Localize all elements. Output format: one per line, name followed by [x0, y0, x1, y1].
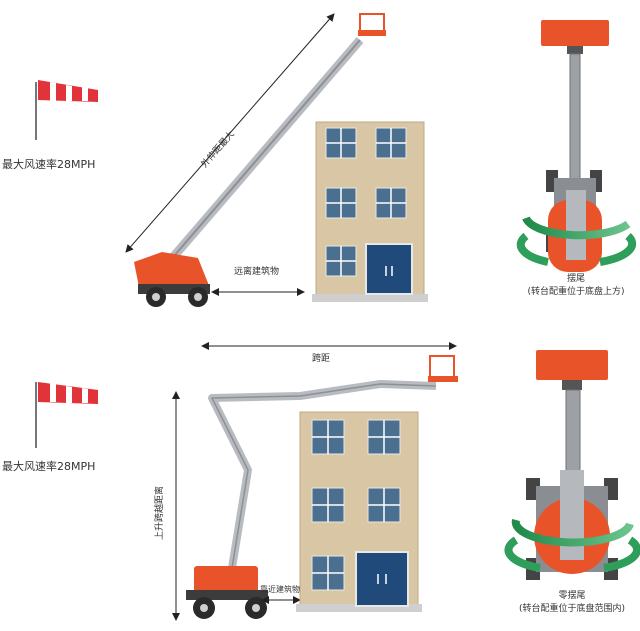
distance-label: 靠近建筑物 — [260, 584, 300, 594]
building — [312, 121, 428, 302]
articulating-boom-lift — [186, 355, 458, 619]
top-view-machine-zero-swing — [526, 350, 618, 580]
wind-speed-label: 最大风速率28MPH — [2, 157, 95, 171]
rotation-sublabel: (转台配重位于底盘上方) — [527, 285, 624, 297]
height-label: 上升跨越距离 — [153, 486, 165, 540]
reach-dimension-line — [125, 13, 335, 253]
building — [296, 411, 422, 612]
wind-speed-label: 最大风速率28MPH — [2, 459, 95, 473]
rotation-arrow-icon — [522, 216, 631, 240]
distance-label: 远离建筑物 — [234, 265, 279, 277]
reach-label: 外伸距最大 — [198, 128, 237, 170]
span-label: 跨距 — [312, 353, 330, 364]
rotation-label: 零摆尾 — [558, 589, 585, 601]
rotation-label: 摆尾 — [567, 272, 585, 284]
rotation-sublabel: (转台配重位于底盘范围内) — [519, 602, 625, 614]
windsock-icon — [35, 382, 98, 448]
rotation-arrow-icon — [511, 518, 634, 547]
windsock-icon — [35, 80, 98, 140]
